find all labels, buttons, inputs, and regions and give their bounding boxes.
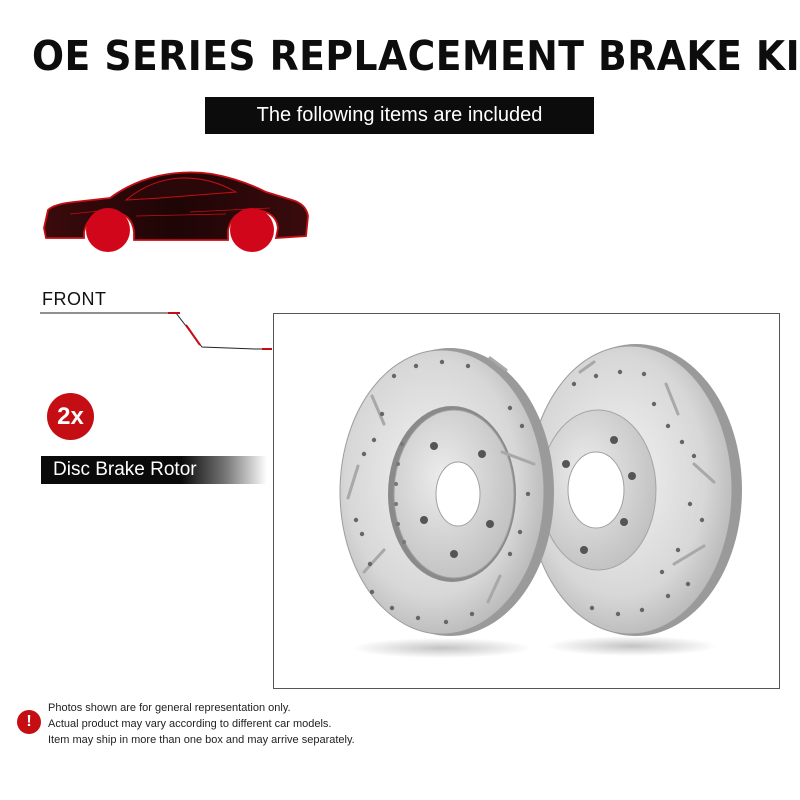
disclaimer-text: Photos shown are for general representat… xyxy=(48,700,355,748)
car-side-silhouette-icon xyxy=(43,171,309,252)
position-label: FRONT xyxy=(42,289,107,309)
item-name-banner: Disc Brake Rotor xyxy=(41,456,267,484)
disclaimer-line: Photos shown are for general representat… xyxy=(48,702,291,714)
front-rotor xyxy=(339,348,554,658)
disclaimer-line: Actual product may vary according to dif… xyxy=(48,718,332,730)
disclaimer-line: Item may ship in more than one box and m… xyxy=(48,734,355,746)
rotor-pair-image xyxy=(339,344,742,658)
quantity-badge: 2x xyxy=(47,393,94,440)
exclamation-icon: ! xyxy=(17,710,41,734)
item-name: Disc Brake Rotor xyxy=(53,459,197,480)
product-photo-frame xyxy=(273,313,780,689)
rear-rotor xyxy=(527,344,742,656)
subtitle-banner: The following items are included xyxy=(205,97,594,134)
subtitle-text: The following items are included xyxy=(256,104,543,126)
page-title: OE SERIES REPLACEMENT BRAKE KIT xyxy=(32,32,800,80)
pointer-line xyxy=(40,312,272,350)
